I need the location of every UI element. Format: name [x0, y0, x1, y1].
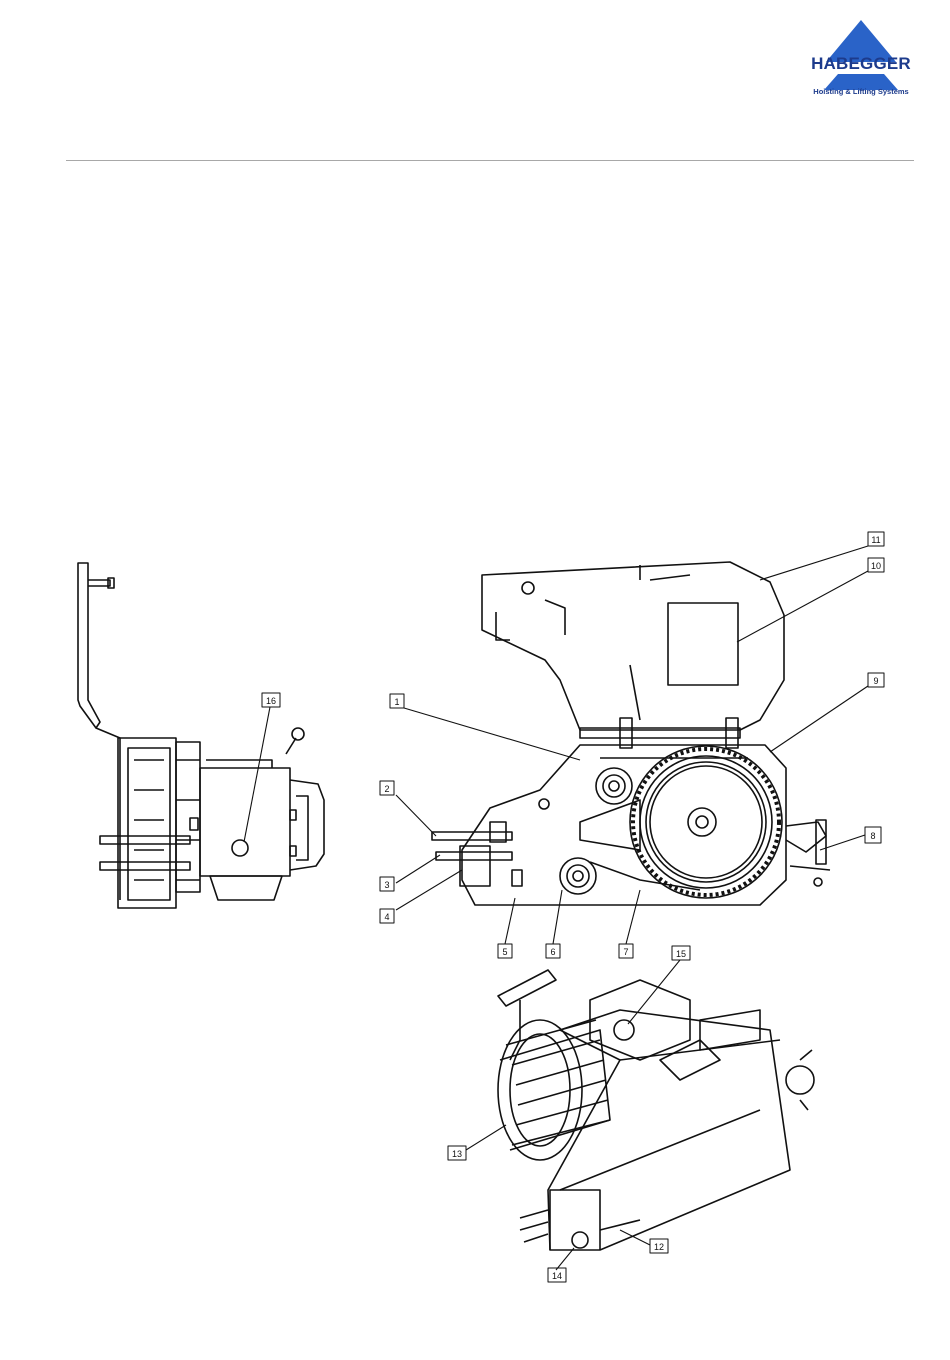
callout-12: 12	[654, 1242, 664, 1252]
callout-2: 2	[384, 784, 389, 794]
callout-1: 1	[394, 697, 399, 707]
callout-5: 5	[502, 947, 507, 957]
callout-14: 14	[552, 1271, 562, 1281]
callout-6: 6	[550, 947, 555, 957]
callout-11: 11	[871, 535, 880, 545]
callout-7: 7	[623, 947, 628, 957]
isometric-view	[498, 970, 814, 1250]
callout-3: 3	[384, 880, 389, 890]
callout-9: 9	[873, 676, 878, 686]
callout-10: 10	[871, 561, 881, 571]
callout-15: 15	[676, 949, 686, 959]
callout-8: 8	[870, 831, 875, 841]
callout-leaders	[244, 546, 868, 1270]
side-view	[78, 563, 324, 908]
callout-16: 16	[266, 696, 276, 706]
callout-13: 13	[452, 1149, 462, 1159]
callout-4: 4	[384, 912, 389, 922]
